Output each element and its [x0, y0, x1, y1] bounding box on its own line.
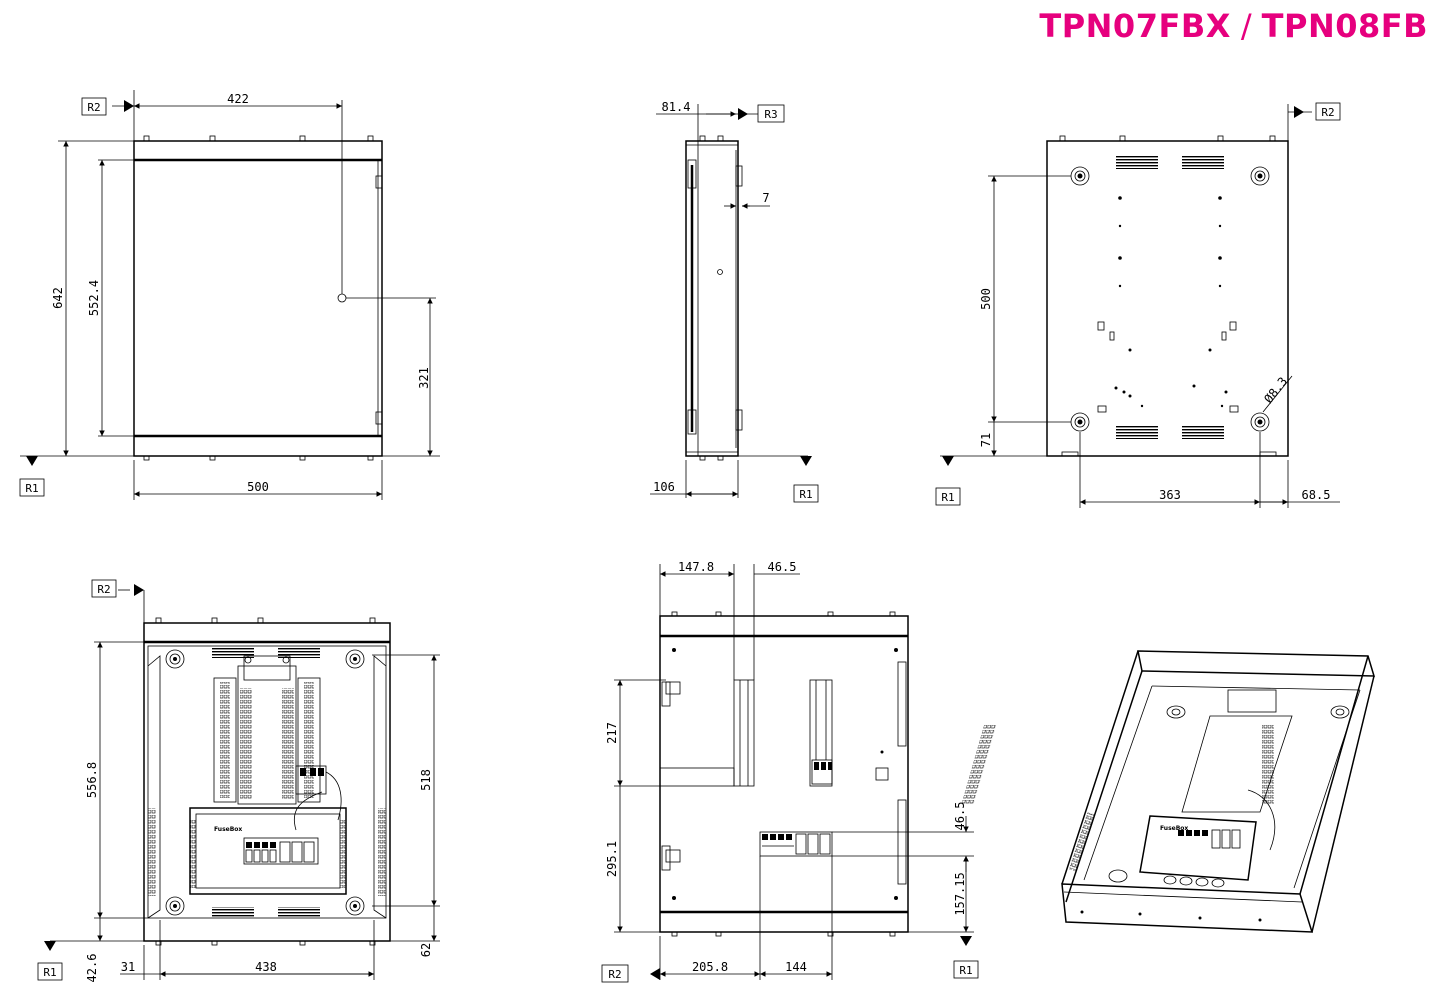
internal-view: FuseBox R2 556.8 42.6 518 62 [37, 579, 440, 983]
front-width-dim: 500 [247, 480, 269, 494]
internal-mount-bottom-dim: 62 [419, 943, 433, 957]
svg-text:R3: R3 [764, 108, 777, 121]
section-top-right-dim: 46.5 [768, 560, 797, 574]
rear-view: 500 71 363 68.5 Ø8.3 R2 R1 [935, 102, 1341, 508]
svg-text:R2: R2 [608, 968, 621, 981]
svg-text:R1: R1 [43, 966, 56, 979]
iso-fusebox-unit [1139, 815, 1257, 881]
internal-chassis-height-dim: 556.8 [85, 762, 99, 798]
front-view: 422 642 552.4 321 500 R2 R1 [19, 90, 440, 500]
rear-hole-vertical-dim: 500 [979, 288, 993, 310]
section-bottom-right-dim: 144 [785, 960, 807, 974]
svg-text:R1: R1 [799, 488, 812, 501]
svg-text:R2: R2 [97, 583, 110, 596]
section-breaker-row [759, 831, 833, 857]
section-upper-dim: 217 [605, 722, 619, 744]
ref-r2-section [601, 964, 629, 983]
model-code-b: TPN08FB [1261, 7, 1428, 45]
svg-text:R2: R2 [1321, 106, 1334, 119]
model-code-a: TPN07FBX [1039, 7, 1231, 45]
internal-enclosure-outline [143, 622, 391, 942]
svg-text:R2: R2 [87, 101, 100, 114]
side-depth-dim: 106 [653, 480, 675, 494]
rear-enclosure-outline [1046, 140, 1289, 457]
internal-chassis-width-dim: 438 [255, 960, 277, 974]
section-right-bottom-dim: 157.15 [953, 872, 967, 915]
ref-r1-front [19, 478, 45, 497]
front-hole-x-dim: 422 [227, 92, 249, 106]
section-top-left-dim: 147.8 [678, 560, 714, 574]
internal-mount-height-dim: 518 [419, 769, 433, 791]
isometric-view: FuseBox [961, 650, 1376, 933]
iso-top-lid [1137, 650, 1376, 677]
ref-r3 [757, 104, 785, 123]
ref-r2-front [81, 97, 107, 116]
front-height-dim: 642 [51, 287, 65, 309]
rear-hole-diameter-dim: Ø8.3 [1261, 374, 1290, 405]
svg-text:R1: R1 [959, 964, 972, 977]
section-view: 147.8 46.5 217 295.1 46.5 157.15 R1 205.… [601, 560, 979, 983]
door-lock-hole [337, 293, 347, 303]
ref-r1-internal [37, 962, 63, 981]
fusebox-logo-iso: FuseBox [1160, 825, 1188, 832]
side-top-offset-dim: 81.4 [662, 100, 691, 114]
title-separator: / [1240, 7, 1252, 45]
ref-r2-rear [1315, 102, 1341, 121]
rear-hole-horizontal-dim: 363 [1159, 488, 1181, 502]
rear-edge-offset-dim: 68.5 [1302, 488, 1331, 502]
ref-r2-internal [91, 579, 117, 598]
internal-bottom-offset-dim: 42.6 [85, 954, 99, 983]
front-hole-y-dim: 321 [417, 367, 431, 389]
section-bottom-left-dim: 205.8 [692, 960, 728, 974]
section-right-top-dim: 46.5 [953, 802, 967, 831]
front-enclosure-outline [133, 140, 383, 457]
fusebox-logo-internal: FuseBox [214, 826, 242, 833]
internal-left-offset-dim: 31 [121, 960, 135, 974]
vent-slots [1116, 156, 1158, 169]
ref-r1-rear [935, 487, 961, 506]
svg-text:R1: R1 [941, 491, 954, 504]
ref-r1-side [793, 484, 819, 503]
rear-bottom-offset-dim: 71 [979, 433, 993, 447]
internal-mount-bosses [165, 649, 365, 916]
section-lower-dim: 295.1 [605, 841, 619, 877]
svg-text:R1: R1 [25, 482, 38, 495]
rear-mount-bosses [1070, 166, 1270, 432]
ref-r1-section [953, 960, 979, 979]
front-inner-height-dim: 552.4 [87, 280, 101, 316]
side-view: 81.4 R3 7 106 R1 [650, 100, 819, 503]
iso-front-panel [1061, 883, 1314, 933]
section-enclosure-outline [659, 615, 909, 933]
side-flange-dim: 7 [762, 191, 769, 205]
page-title: TPN07FBX / TPN08FB [1039, 6, 1428, 46]
